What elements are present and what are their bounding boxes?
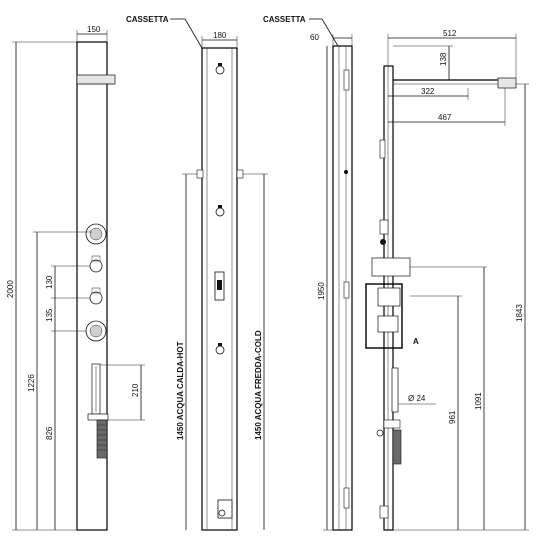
hot-water-label: 1450 ACQUA CALDA-HOT <box>176 341 185 440</box>
dim-height-1950: 1950 <box>317 282 326 300</box>
cold-water-label: 1450 ACQUA FREDDA-COLD <box>254 330 263 440</box>
connection-top <box>215 65 225 75</box>
view-front-left: 150 2000 1226 826 <box>6 25 145 531</box>
pipe-stub-cold <box>236 169 244 179</box>
cassetta-label-2: CASSETTA <box>263 15 306 24</box>
detail-a-label: A <box>413 337 419 346</box>
dim-diameter-24: Ø 24 <box>408 394 426 403</box>
dim-130: 130 <box>45 275 54 289</box>
detail-a-box <box>365 283 403 349</box>
dim-1843: 1843 <box>515 304 524 322</box>
mixer-knob-top <box>89 259 103 273</box>
pipe-stub-hot <box>196 169 204 179</box>
shower-arm-head <box>497 77 517 89</box>
connection-mid <box>215 207 225 217</box>
dim-135: 135 <box>45 308 54 322</box>
rear-panel-outline <box>201 47 238 531</box>
panel-outline <box>76 41 108 531</box>
hose-connector <box>96 419 108 459</box>
dim-322: 322 <box>421 87 435 96</box>
dim-826: 826 <box>45 426 54 440</box>
overhead-shower <box>76 74 116 85</box>
connection-low <box>215 345 225 355</box>
view-side-thin: CASSETTA 60 1950 <box>263 15 353 531</box>
dim-210: 210 <box>131 383 140 397</box>
mixer-knob-bottom <box>89 291 103 305</box>
dim-1226: 1226 <box>27 374 36 392</box>
dim-138: 138 <box>439 52 448 66</box>
dim-width-180: 180 <box>213 31 227 40</box>
view-side-detail: 512 138 322 467 A Ø 24 <box>365 29 529 531</box>
dim-961: 961 <box>448 410 457 424</box>
dim-width-150: 150 <box>87 25 101 34</box>
view-rear: CASSETTA 180 1450 ACQUA CALDA-HOT 1450 A… <box>126 15 268 531</box>
dim-1091: 1091 <box>474 392 483 410</box>
dim-512: 512 <box>443 29 457 38</box>
cassetta-label: CASSETTA <box>126 15 169 24</box>
side-panel-outline <box>332 45 353 531</box>
mixer-control <box>371 257 411 277</box>
hose-connector-side <box>392 429 402 465</box>
dim-depth-60: 60 <box>310 33 319 42</box>
dim-height-2000: 2000 <box>6 280 15 298</box>
dim-467: 467 <box>438 113 452 122</box>
